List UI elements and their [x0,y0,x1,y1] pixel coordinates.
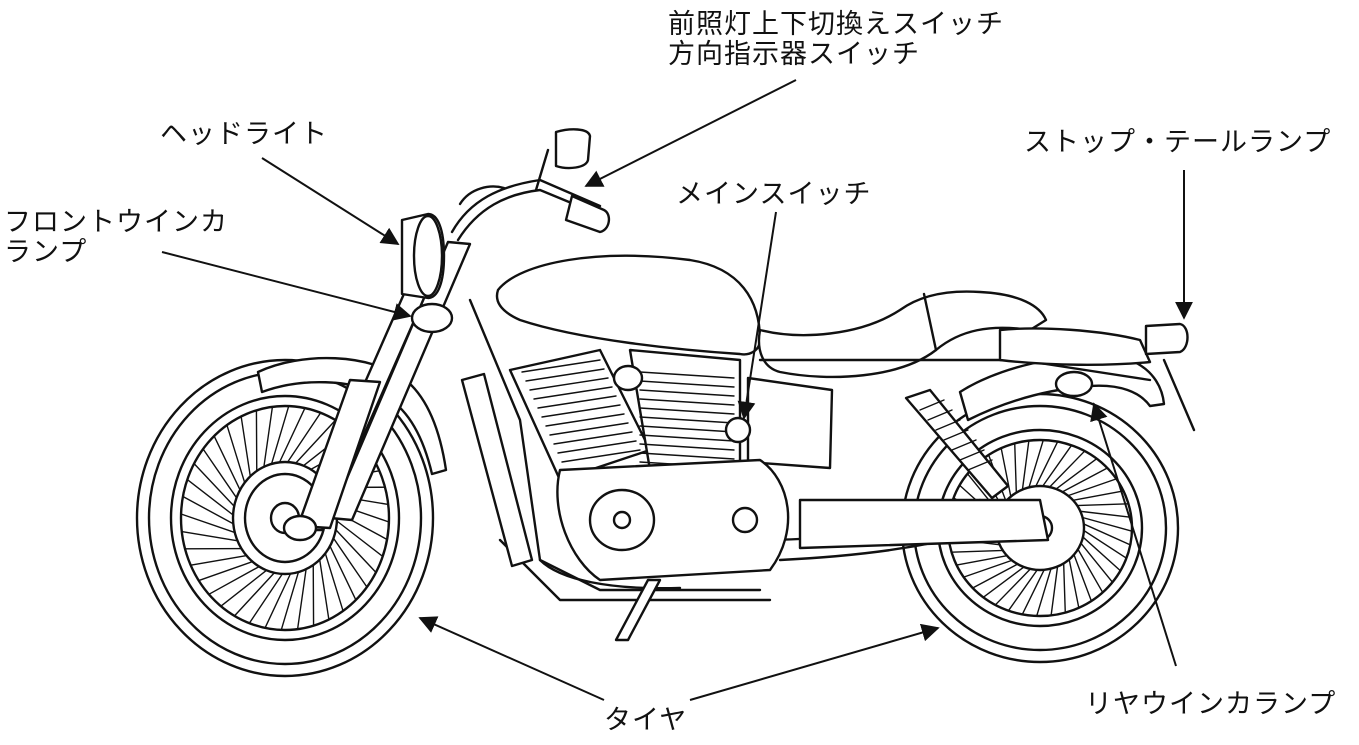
rear-spoke [1078,516,1132,531]
rear-spoke [1051,562,1058,615]
front-spoke [298,564,307,629]
main-switch-knob [726,418,750,442]
front-spoke [241,416,251,481]
rear-spoke [1072,550,1091,601]
rear-spoke [1046,451,1084,490]
front-spoke [263,407,272,472]
exhaust-pipe [462,374,532,566]
leader-tire-front [420,618,604,700]
leader-front-turn-signal [162,252,410,316]
rear-spoke [1072,504,1128,506]
rear-spoke [1064,479,1117,497]
leader-dimmer-switch [586,80,796,186]
fuel-tank [497,256,760,355]
label-headlight: ヘッドライト [160,120,328,150]
rear-spoke [964,559,1017,577]
front-spoke [331,534,367,587]
rear-turn-signal-lamp [1056,372,1092,396]
headlight-lamp [402,214,444,298]
engine [510,350,788,580]
rear-spoke [952,550,1008,552]
label-stop-tail-lamp: ストップ・テールランプ [1024,128,1331,158]
front-turn-signal-lamp [412,304,452,332]
label-tire: タイヤ [604,706,687,736]
handlebar [452,129,609,240]
label-turn-signal-switch: 方向指示器スイッチ [668,40,920,70]
front-spoke [221,567,270,606]
front-spoke [203,449,239,502]
leader-tire-rear [690,628,938,700]
tail-lamp [1146,324,1188,354]
rear-spoke [1015,443,1017,497]
label-main-switch: メインスイッチ [676,180,871,210]
front-spoke [270,406,289,468]
front-spoke [319,555,329,620]
rear-spoke [1076,511,1132,518]
rear-spoke [1022,441,1029,494]
label-front-turn-signal-2: ランプ [4,238,87,268]
label-rear-turn-signal: リヤウインカランプ [1085,690,1336,720]
label-dimmer-switch: 前照灯上下切換えスイッチ [668,10,1004,40]
rear-spoke [1064,559,1066,613]
rear-spoke [1028,440,1044,492]
swingarm [800,500,1048,548]
front-spoke [191,555,251,565]
rear-spoke [1080,534,1121,571]
leader-headlight [262,158,398,244]
label-front-turn-signal-1: フロントウインカ [4,208,228,238]
front-fork [284,242,470,540]
front-spoke [199,560,257,580]
front-spoke [182,532,242,542]
rear-spoke [995,566,1033,605]
front-spoke [281,567,300,629]
rear-spoke [1037,564,1053,616]
front-spoke [181,514,239,534]
